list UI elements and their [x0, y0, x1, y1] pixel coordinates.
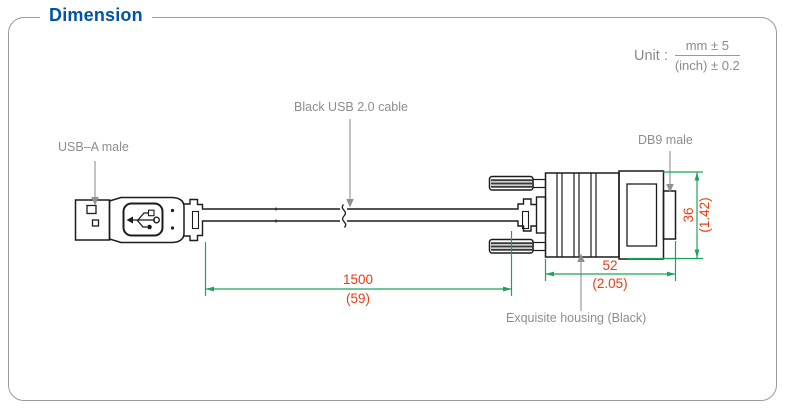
thumbscrew-top [488, 175, 547, 191]
usb-contact-upper [86, 204, 97, 215]
usb-body [108, 196, 185, 244]
db9-male-shell [662, 190, 677, 240]
page-title: Dimension [40, 5, 152, 26]
usb-a-connector [74, 196, 209, 244]
usb-body-dot-top [170, 208, 175, 213]
db9-connector [488, 170, 677, 260]
usb-strain-relief [184, 198, 209, 242]
dim-line-36 [694, 172, 700, 258]
unit-mm-tolerance: mm ± 5 [685, 38, 729, 53]
unit-inch-tolerance: (inch) ± 0.2 [674, 55, 740, 73]
housing-ribs [556, 173, 597, 257]
unit-note: Unit : mm ± 5 (inch) ± 0.2 [634, 38, 740, 73]
thumbscrew-bottom [488, 238, 547, 254]
dim-1500-inch: (59) [345, 291, 370, 306]
dim-52-inch: (2.05) [592, 276, 628, 291]
dim-36-mm: 36 [681, 207, 696, 223]
usb-trident-icon [126, 209, 160, 230]
unit-label: Unit : [634, 47, 668, 64]
label-db9-male: DB9 male [638, 133, 693, 147]
leader-usb-a-male [91, 161, 99, 206]
dim-1500-mm: 1500 [342, 272, 374, 287]
dim-line-52 [545, 271, 676, 277]
dim-36: 36 (1.42) [681, 169, 713, 261]
leader-db9-male [666, 151, 674, 193]
label-usb-cable: Black USB 2.0 cable [294, 100, 408, 114]
leader-housing [577, 253, 585, 311]
usb-logo-badge [122, 202, 164, 237]
leader-cable [346, 119, 354, 208]
label-usb-a-male: USB–A male [58, 140, 129, 154]
label-housing: Exquisite housing (Black) [506, 311, 647, 325]
cable-break-icon [341, 204, 347, 228]
db9-back-face [626, 183, 658, 247]
db9-relief-flange [535, 196, 547, 234]
usb-cable [208, 204, 512, 228]
usb-contact-lower [91, 219, 100, 227]
usb-body-dot-bottom [170, 226, 175, 230]
dim-36-inch: (1.42) [697, 197, 712, 233]
db9-strain-relief [512, 196, 547, 234]
dim-52-mm: 52 [602, 258, 618, 273]
dim-line-1500 [205, 286, 512, 292]
db9-housing [544, 172, 620, 258]
unit-fraction: mm ± 5 (inch) ± 0.2 [674, 38, 740, 73]
